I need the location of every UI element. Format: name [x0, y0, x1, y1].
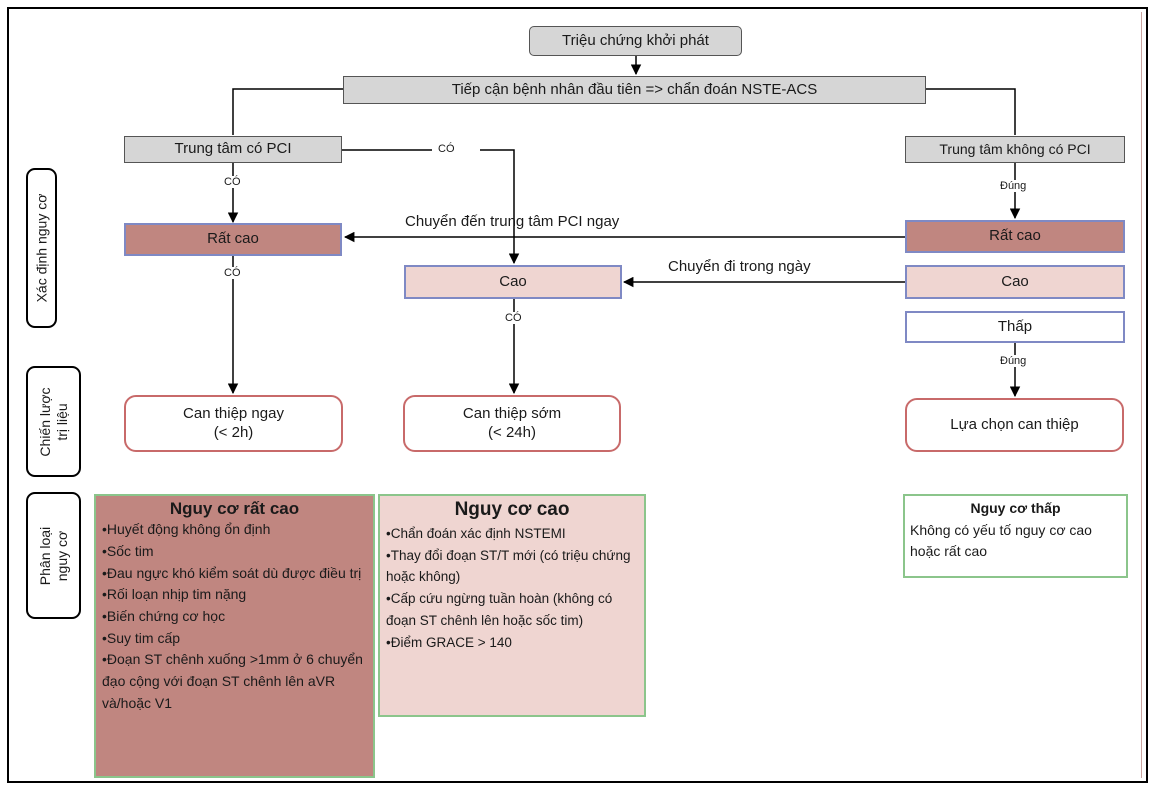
low-risk-panel: Nguy cơ thấp Không có yếu tố nguy cơ cao… [903, 494, 1128, 578]
classification-line-2: nguy cơ [53, 530, 70, 581]
high-panel-title: Nguy cơ cao [454, 499, 570, 520]
side-label-risk-text: Xác định nguy cơ [33, 193, 50, 303]
very-high-criteria-list: •Huyết động không ổn định •Sốc tim •Đau … [100, 519, 369, 714]
selective-line-1: Lựa chọn can thiệp [950, 415, 1079, 433]
early-line-2: (< 24h) [488, 423, 536, 441]
list-item: •Đau ngực khó kiểm soát dù được điều trị [102, 564, 362, 581]
immediate-line-2: (< 2h) [213, 423, 254, 441]
list-item: •Suy tim cấp [102, 629, 181, 646]
right-margin-rule [1141, 12, 1142, 778]
immediate-line-1: Can thiệp ngay [183, 404, 284, 422]
high-risk-box: Cao [404, 265, 622, 299]
high-criteria-list: •Chẩn đoán xác định NSTEMI •Thay đổi đoạ… [384, 523, 640, 654]
high-risk-panel: Nguy cơ cao •Chẩn đoán xác định NSTEMI •… [378, 494, 646, 717]
no-pci-center-box: Trung tâm không có PCI [905, 136, 1125, 163]
list-item: •Chẩn đoán xác định NSTEMI [386, 525, 566, 541]
label-transfer-now: Chuyển đến trung tâm PCI ngay [405, 213, 620, 230]
early-intervention-box: Can thiệp sớm (< 24h) [403, 395, 621, 452]
label-co-3: CÓ [224, 267, 241, 279]
early-line-1: Can thiệp sớm [462, 404, 562, 422]
strategy-line-1: Chiến lược [36, 386, 53, 457]
very-high-risk-box: Rất cao [124, 223, 342, 256]
list-item: •Điểm GRACE > 140 [386, 634, 512, 650]
start-box: Triệu chứng khởi phát [529, 26, 742, 56]
list-item: •Đoạn ST chênh xuống >1mm ở 6 chuyển đạo… [102, 651, 363, 711]
low-panel-text: Không có yếu tố nguy cơ cao hoặc rất cao [910, 521, 1092, 560]
list-item: •Biến chứng cơ học [102, 608, 226, 624]
classification-line-1: Phân loại [36, 526, 53, 585]
list-item: •Cấp cứu ngừng tuần hoàn (không có đoạn … [386, 591, 613, 629]
immediate-intervention-box: Can thiệp ngay (< 2h) [124, 395, 343, 452]
label-transfer-day: Chuyển đi trong ngày [668, 258, 811, 275]
label-dung-1: Đúng [1000, 180, 1027, 192]
selective-intervention-box: Lựa chọn can thiệp [905, 398, 1124, 452]
label-co-1: CÓ [224, 176, 241, 188]
list-item: •Thay đổi đoạn ST/T mới (có triệu chứng … [386, 547, 631, 585]
list-item: •Rối loạn nhịp tim nặng [102, 586, 247, 603]
arrow-co-to-high [480, 149, 520, 265]
label-co-2: CÓ [438, 143, 455, 155]
side-label-risk: Xác định nguy cơ [26, 168, 57, 328]
list-item: •Huyết động không ổn định [102, 521, 271, 538]
right-high-risk-box: Cao [905, 265, 1125, 299]
line-contact-to-nopci [926, 88, 1016, 135]
very-high-panel-title: Nguy cơ rất cao [169, 499, 300, 518]
very-high-risk-panel: Nguy cơ rất cao •Huyết động không ổn địn… [94, 494, 375, 778]
label-co-4: CÓ [505, 312, 522, 324]
first-contact-box: Tiếp cận bệnh nhân đầu tiên => chẩn đoán… [343, 76, 926, 104]
list-item: •Sốc tim [102, 542, 154, 559]
pci-center-box: Trung tâm có PCI [124, 136, 342, 163]
low-panel-title: Nguy cơ thấp [970, 500, 1061, 516]
right-very-high-risk-box: Rất cao [905, 220, 1125, 253]
label-dung-2: Đúng [1000, 355, 1027, 367]
line-contact-to-pci [232, 88, 343, 135]
right-low-risk-box: Thấp [905, 311, 1125, 343]
strategy-line-2: trị liệu [53, 402, 70, 441]
diagram-frame [7, 7, 1148, 783]
